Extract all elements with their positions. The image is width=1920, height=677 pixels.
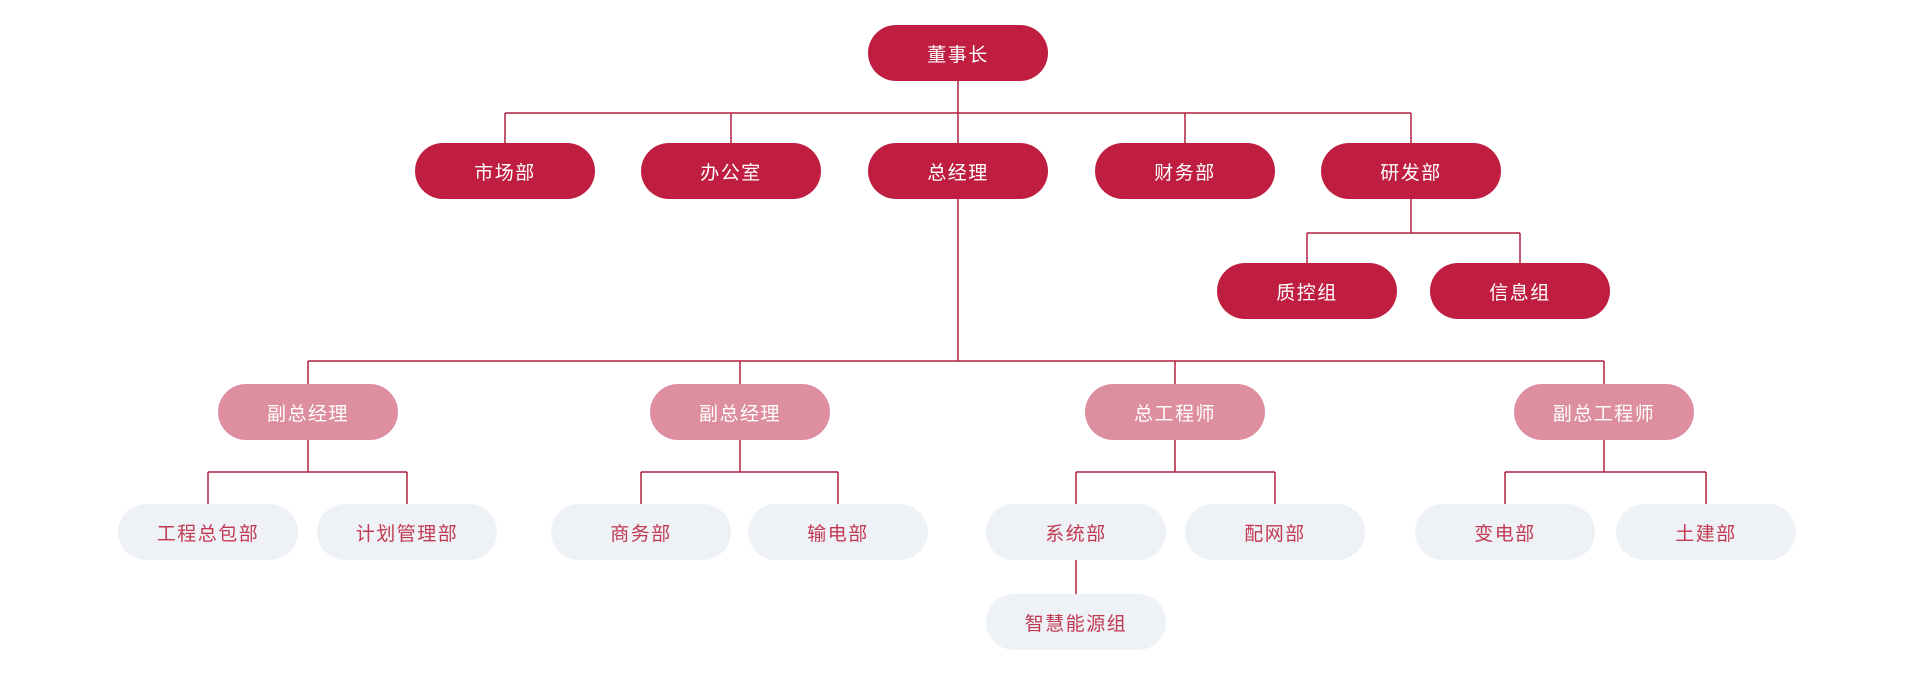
node-rnd-dept[interactable]: 研发部 [1321, 143, 1501, 199]
node-marketing-dept[interactable]: 市场部 [415, 143, 595, 199]
node-general-manager[interactable]: 总经理 [868, 143, 1048, 199]
node-finance-dept[interactable]: 财务部 [1095, 143, 1275, 199]
node-power-transmission-dept[interactable]: 输电部 [748, 504, 928, 560]
node-commerce-dept[interactable]: 商务部 [551, 504, 731, 560]
node-civil-engineering-dept[interactable]: 土建部 [1616, 504, 1796, 560]
node-information-group[interactable]: 信息组 [1430, 263, 1610, 319]
node-deputy-gm-2[interactable]: 副总经理 [650, 384, 830, 440]
node-chairman[interactable]: 董事长 [868, 25, 1048, 81]
node-office[interactable]: 办公室 [641, 143, 821, 199]
node-substation-dept[interactable]: 变电部 [1415, 504, 1595, 560]
node-smart-energy-group[interactable]: 智慧能源组 [986, 594, 1166, 650]
node-chief-engineer[interactable]: 总工程师 [1085, 384, 1265, 440]
node-quality-control-group[interactable]: 质控组 [1217, 263, 1397, 319]
node-epc-dept[interactable]: 工程总包部 [118, 504, 298, 560]
node-planning-management-dept[interactable]: 计划管理部 [317, 504, 497, 560]
node-deputy-chief-engineer[interactable]: 副总工程师 [1514, 384, 1694, 440]
node-deputy-gm-1[interactable]: 副总经理 [218, 384, 398, 440]
node-systems-dept[interactable]: 系统部 [986, 504, 1166, 560]
node-distribution-network-dept[interactable]: 配网部 [1185, 504, 1365, 560]
